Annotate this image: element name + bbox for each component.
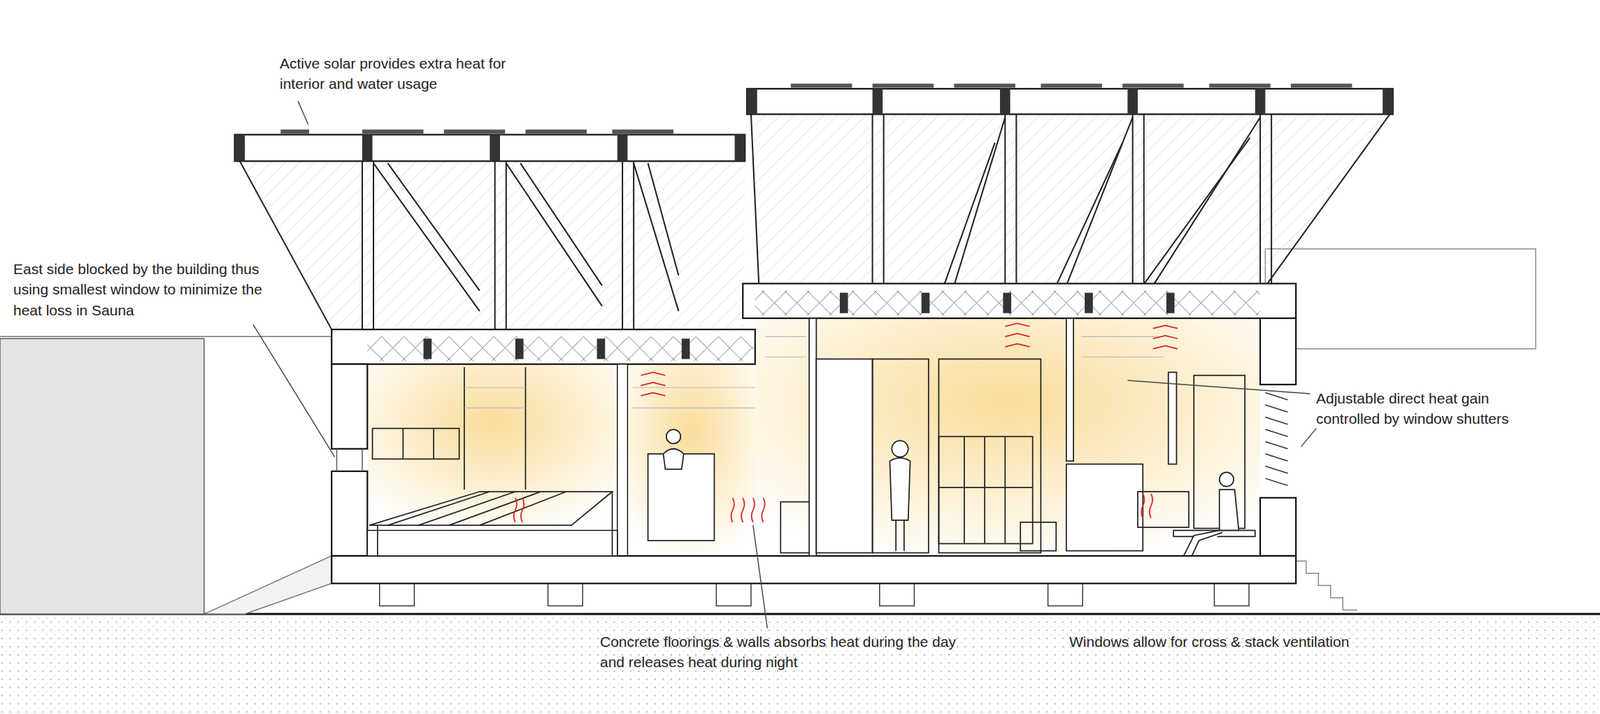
annotation-label: Concrete floorings & walls absorbs heat … (600, 631, 964, 673)
annotation-label: East side blocked by the building thus u… (13, 258, 274, 321)
annotation-label: Adjustable direct heat gain controlled b… (1316, 388, 1554, 430)
annotation-label: Windows allow for cross & stack ventilat… (1069, 631, 1461, 652)
annotation-label: Active solar provides extra heat for int… (279, 53, 532, 95)
